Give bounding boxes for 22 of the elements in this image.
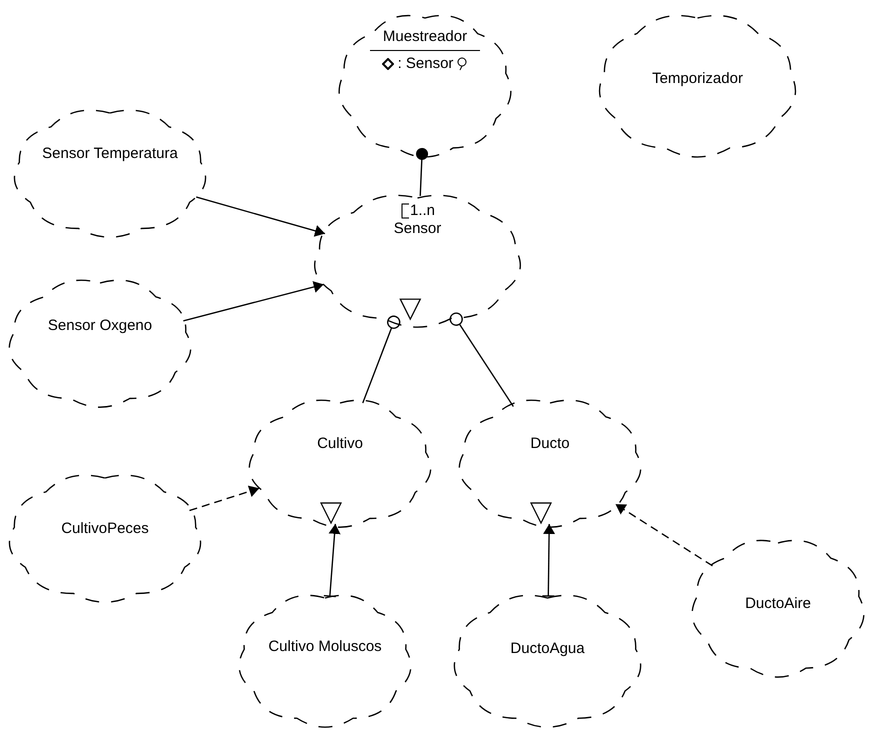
- connector: [362, 316, 400, 404]
- class-name: DuctoAire: [745, 595, 811, 613]
- connector: [450, 312, 514, 407]
- class-name: Sensor: [394, 220, 442, 238]
- class-name: Cultivo: [317, 435, 363, 453]
- class-name: Temporizador: [652, 70, 743, 88]
- dashed-arrow: [615, 504, 713, 566]
- dashed-arrow: [189, 486, 260, 512]
- class-name: Cultivo Moluscos: [268, 638, 382, 656]
- class-name: Sensor Temperatura: [42, 145, 178, 163]
- connector: [196, 196, 326, 237]
- connector: [183, 281, 324, 322]
- class-name: Ducto: [530, 435, 570, 453]
- connector: [323, 524, 341, 598]
- attribute-text: : Sensor: [398, 55, 454, 73]
- multiplicity-label: 1..n: [410, 202, 436, 220]
- class-name: Muestreador: [382, 28, 468, 46]
- connector: [542, 524, 556, 597]
- connector: [416, 148, 428, 196]
- class-name: Sensor Oxgeno: [48, 317, 152, 335]
- class-name: CultivoPeces: [61, 520, 149, 538]
- class-name: DuctoAgua: [510, 640, 585, 658]
